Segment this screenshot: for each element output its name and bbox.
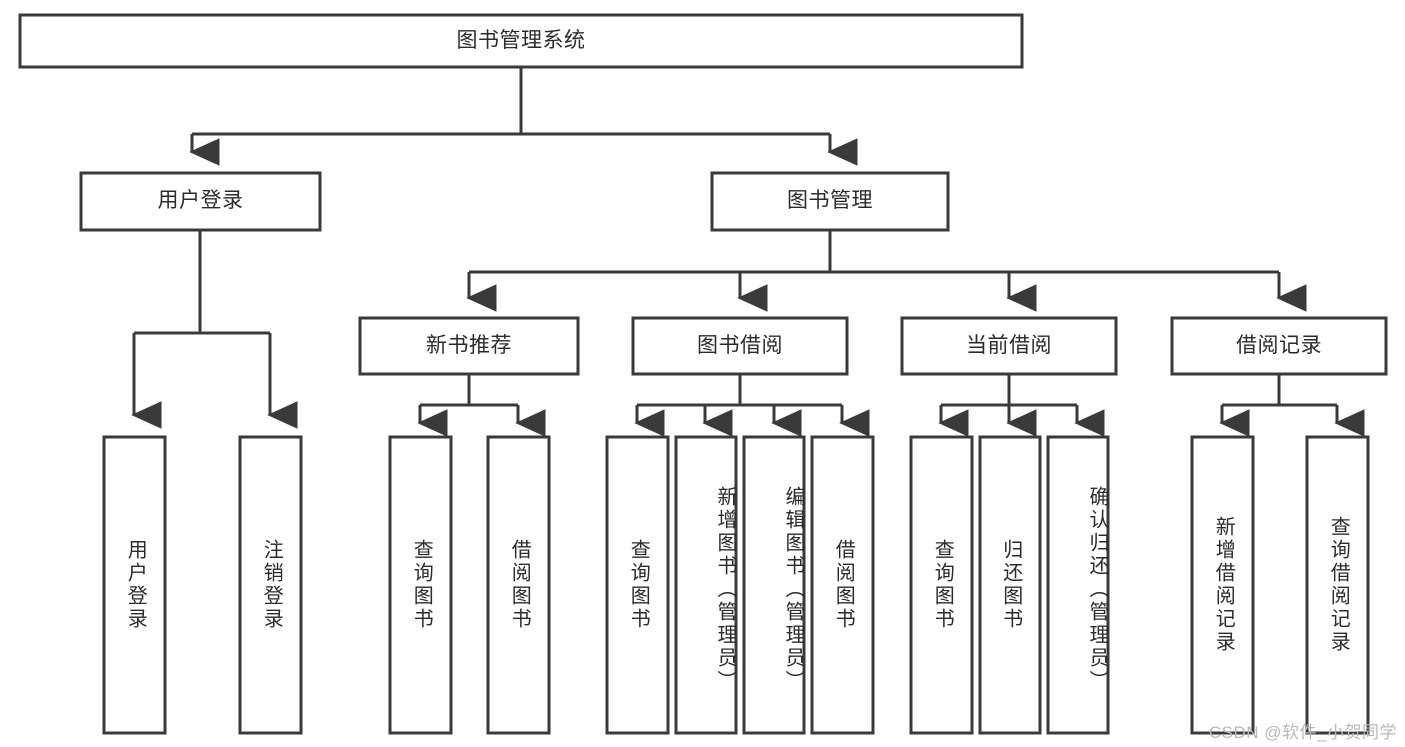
leaf-box-borrow-book-2[interactable] bbox=[810, 435, 875, 735]
node-user-login-box[interactable] bbox=[79, 171, 322, 232]
node-current-borrow-box[interactable] bbox=[900, 316, 1118, 376]
watermark: CSDN @软件_小贺同学 bbox=[1208, 723, 1397, 742]
leaf-box-query-book-2[interactable] bbox=[605, 435, 670, 735]
leaf-box-return-book[interactable] bbox=[978, 435, 1042, 735]
leaf-box-logout-login[interactable] bbox=[238, 435, 303, 735]
node-book-manage-box[interactable] bbox=[710, 171, 950, 232]
leaf-box-add-borrow-record[interactable] bbox=[1190, 435, 1255, 735]
leaf-box-query-book-3[interactable] bbox=[909, 435, 974, 735]
leaf-box-user-login[interactable] bbox=[102, 435, 167, 735]
node-borrow-record-box[interactable] bbox=[1170, 316, 1388, 376]
node-book-borrow-box[interactable] bbox=[631, 316, 849, 376]
node-root-box[interactable] bbox=[18, 13, 1024, 69]
leaf-box-confirm-return-admin[interactable] bbox=[1046, 435, 1110, 735]
leaf-box-query-book-1[interactable] bbox=[388, 435, 453, 735]
leaf-box-add-book-admin[interactable] bbox=[674, 435, 738, 735]
node-new-book-recommend-box[interactable] bbox=[358, 316, 580, 376]
leaf-box-query-borrow-record[interactable] bbox=[1305, 435, 1370, 735]
leaf-box-edit-book-admin[interactable] bbox=[742, 435, 806, 735]
leaf-box-borrow-book-1[interactable] bbox=[486, 435, 551, 735]
